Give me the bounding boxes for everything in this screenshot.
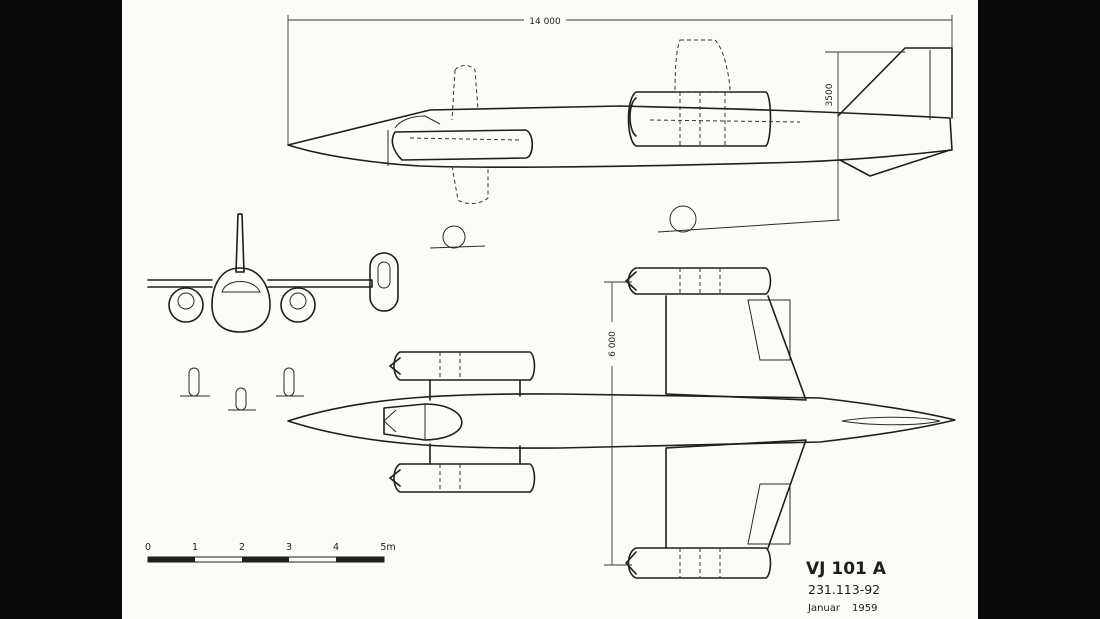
side-pod-swivel-outline [674, 39, 731, 93]
top-upper-pod-nose [625, 271, 637, 291]
scale-bar-segment-5 [336, 557, 384, 562]
top-upper-wingtip-pod [627, 267, 772, 295]
front-left-nacelle [168, 287, 204, 323]
scale-bar-segment-3 [242, 557, 289, 562]
side-nose-wheel [442, 225, 466, 249]
scale-label-1: 1 [192, 542, 198, 553]
letterbox-right [978, 0, 1100, 619]
span-label: 6 000 [608, 331, 618, 357]
side-nose-ground [429, 245, 486, 249]
top-lower-wingtip-pod [627, 547, 772, 579]
side-lift-engine-pod [391, 129, 534, 161]
side-ground-line [657, 219, 841, 233]
front-left-intake [177, 292, 195, 310]
length-label: 14 000 [529, 17, 561, 27]
title-block: VJ 101 A 231.113-92 Januar 1959 [806, 559, 887, 614]
scale-label-5: 5m [380, 542, 395, 553]
front-nose-gear [235, 387, 247, 411]
side-lift-engine-detail [409, 137, 521, 141]
top-upper-lift-nose [389, 357, 401, 375]
height-label: 3500 [825, 83, 835, 106]
side-lift-swivel-top [454, 65, 479, 111]
front-left-gear [188, 367, 200, 397]
top-lower-pod-nose [625, 551, 637, 575]
side-lift-swivel-left [451, 69, 456, 121]
side-ventral-fin [839, 149, 951, 177]
aircraft-designation: VJ 101 A [806, 559, 887, 579]
span-label-bg [604, 322, 620, 366]
side-fin [837, 47, 953, 119]
scale-label-3: 3 [286, 542, 292, 553]
front-wingtip-pod [369, 252, 399, 312]
scale-label-0: 0 [145, 542, 151, 553]
top-aileron-lower [747, 483, 791, 545]
front-right-nacelle [280, 287, 316, 323]
top-fuselage [287, 393, 956, 449]
top-wing-upper [665, 295, 807, 401]
scale-label-2: 2 [239, 542, 245, 553]
front-wingtip-pod-intake [377, 261, 391, 289]
front-right-intake [289, 292, 307, 310]
top-wing-lower [665, 439, 807, 549]
top-lower-lift-nose [389, 469, 401, 487]
letterbox-left [0, 0, 122, 619]
side-wingtip-pod [627, 91, 772, 147]
length-label-bg [524, 14, 566, 26]
front-fin [235, 213, 245, 273]
top-aileron-upper [747, 299, 791, 361]
front-right-gear [283, 367, 295, 397]
top-exhaust [841, 416, 941, 426]
front-canopy [221, 281, 261, 293]
front-fuselage [211, 267, 271, 333]
side-main-wheel [669, 205, 697, 233]
side-lift-swivel-bottom [451, 165, 489, 204]
top-windscreen [383, 409, 397, 433]
drawing-date-year: 1959 [852, 603, 877, 614]
top-canopy [383, 403, 463, 441]
top-lower-lift-engine [393, 463, 536, 493]
front-view [147, 213, 399, 411]
top-view: 6 000 [287, 267, 956, 579]
drawing-date-month: Januar [807, 603, 841, 614]
side-wingtip-intake [629, 97, 637, 137]
scale-bar-segment-1 [148, 557, 195, 562]
scale-bar: 0 1 2 3 4 5m [145, 542, 396, 563]
drawing-sheet [122, 0, 978, 619]
front-wing [147, 279, 373, 288]
side-view: 14 000 [287, 14, 953, 249]
drawing-number: 231.113-92 [808, 582, 880, 597]
scale-label-4: 4 [333, 542, 339, 553]
side-canopy [394, 115, 441, 129]
top-upper-lift-engine [393, 351, 536, 381]
side-fuselage [287, 105, 953, 168]
